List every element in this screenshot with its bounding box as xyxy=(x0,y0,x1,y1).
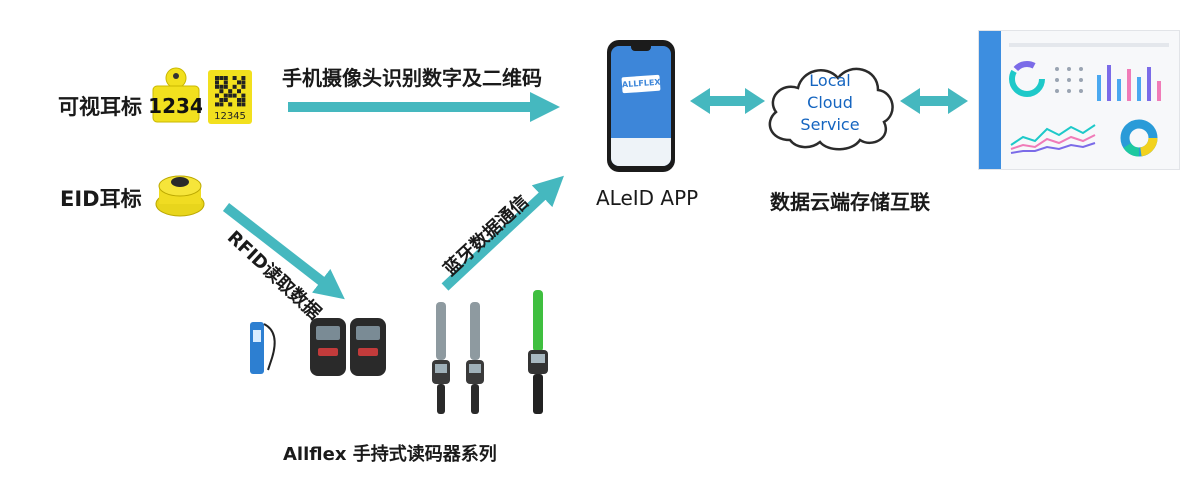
wand-reader-green xyxy=(524,288,552,416)
cloud-line-3: Service xyxy=(800,115,859,134)
app-name-label: ALeID APP xyxy=(596,186,699,210)
bluetooth-arrow xyxy=(441,175,564,291)
dashboard-sidebar xyxy=(979,31,1001,169)
dashboard-screenshot xyxy=(978,30,1180,170)
tag-number: 1234 xyxy=(150,94,202,118)
smartphone: ALLFLEX xyxy=(607,40,675,172)
qr-code-icon: 12345 xyxy=(214,75,246,122)
local-cloud-service: Local Cloud Service xyxy=(760,52,900,156)
dashboard-header xyxy=(1009,43,1169,47)
visual-tag-label: 可视耳标 xyxy=(58,95,142,119)
line-chart-icon xyxy=(1010,124,1096,154)
visual-ear-tag: 1234 xyxy=(148,66,204,124)
icon-grid xyxy=(1055,67,1083,93)
app-logo: ALLFLEX xyxy=(621,74,661,94)
phone-notch xyxy=(631,46,651,51)
cloud-line-1: Local xyxy=(809,71,850,90)
eid-tag-label: EID耳标 xyxy=(60,187,142,211)
cloud-storage-label: 数据云端存储互联 xyxy=(770,190,930,214)
phone-screen: ALLFLEX xyxy=(611,46,671,166)
reader-series-label: Allflex 手持式读码器系列 xyxy=(283,444,497,465)
phone-cloud-double-arrow xyxy=(690,88,765,114)
cloud-dashboard-double-arrow xyxy=(900,88,968,114)
camera-recognition-label: 手机摄像头识别数字及二维码 xyxy=(282,66,542,90)
ring-chart-icon xyxy=(1120,119,1158,157)
wand-reader-grey-1 xyxy=(428,300,456,416)
panel-reader-2 xyxy=(350,318,386,376)
wand-reader-grey-2 xyxy=(462,300,490,416)
pocket-reader-blue xyxy=(246,318,286,378)
qr-tag-number: 12345 xyxy=(214,111,246,122)
rfid-arrow xyxy=(222,203,345,300)
donut-chart-icon xyxy=(1009,61,1045,97)
qr-ear-tag: 12345 xyxy=(208,70,252,124)
phone-bottom-bar xyxy=(611,138,671,166)
panel-reader-1 xyxy=(310,318,346,376)
bar-chart-icon xyxy=(1097,65,1161,101)
cloud-icon: Local Cloud Service xyxy=(768,67,894,151)
eid-ear-tag xyxy=(154,170,206,220)
cloud-line-2: Cloud xyxy=(807,93,853,112)
